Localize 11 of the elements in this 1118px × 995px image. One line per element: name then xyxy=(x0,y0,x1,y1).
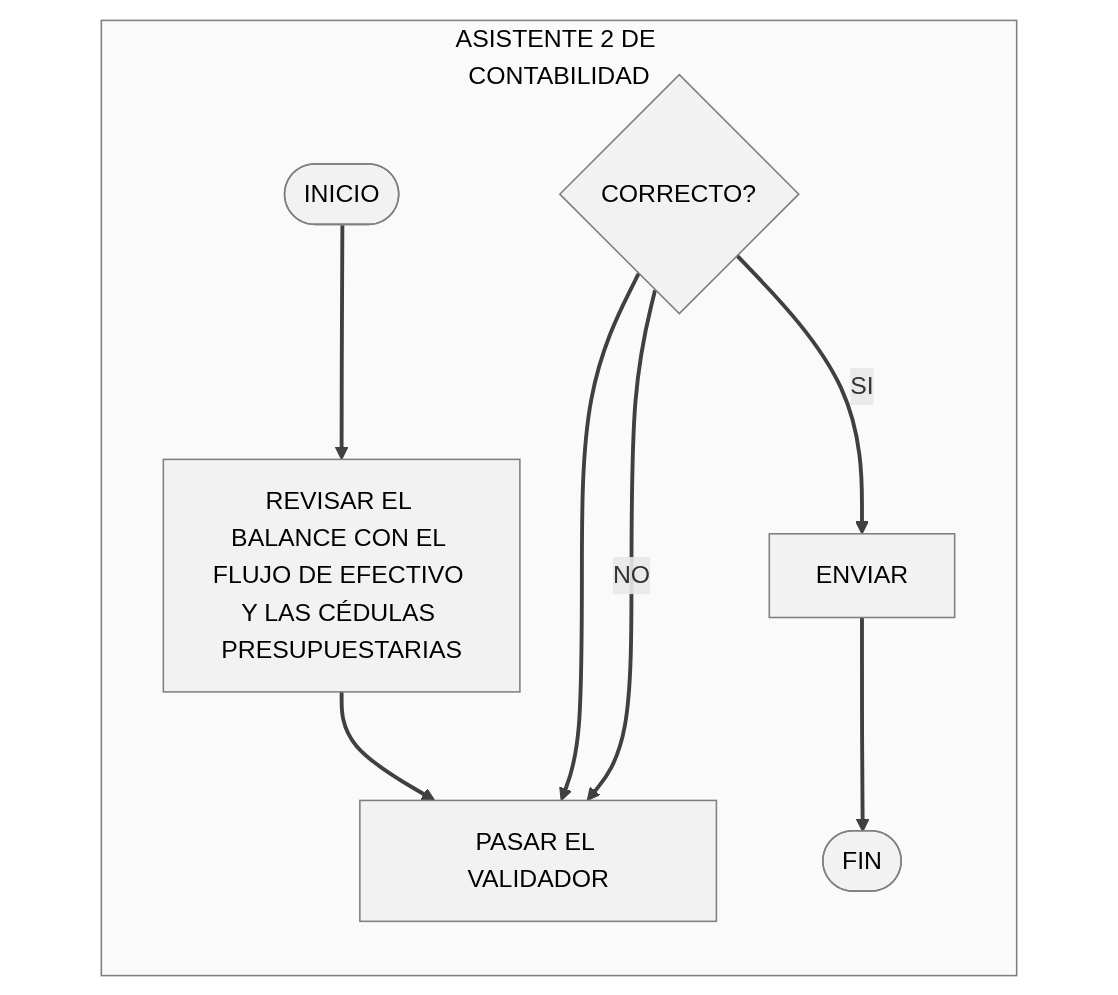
node-box: ENVIAR xyxy=(768,532,956,618)
edge-label: NO xyxy=(612,561,651,588)
edge-label: SI xyxy=(850,372,874,399)
arrow xyxy=(559,272,641,801)
arrow xyxy=(339,691,436,801)
arrow xyxy=(586,289,657,801)
arrow xyxy=(855,617,870,832)
node-box: REVISAR EL BALANCE CON EL FLUJO DE EFECTIVO Y LAS CÉDULAS PRESUPUESTARIAS xyxy=(162,458,521,693)
arrow xyxy=(735,253,869,534)
node-box: PASAR EL VALIDADOR xyxy=(359,799,718,922)
arrow xyxy=(334,224,349,460)
